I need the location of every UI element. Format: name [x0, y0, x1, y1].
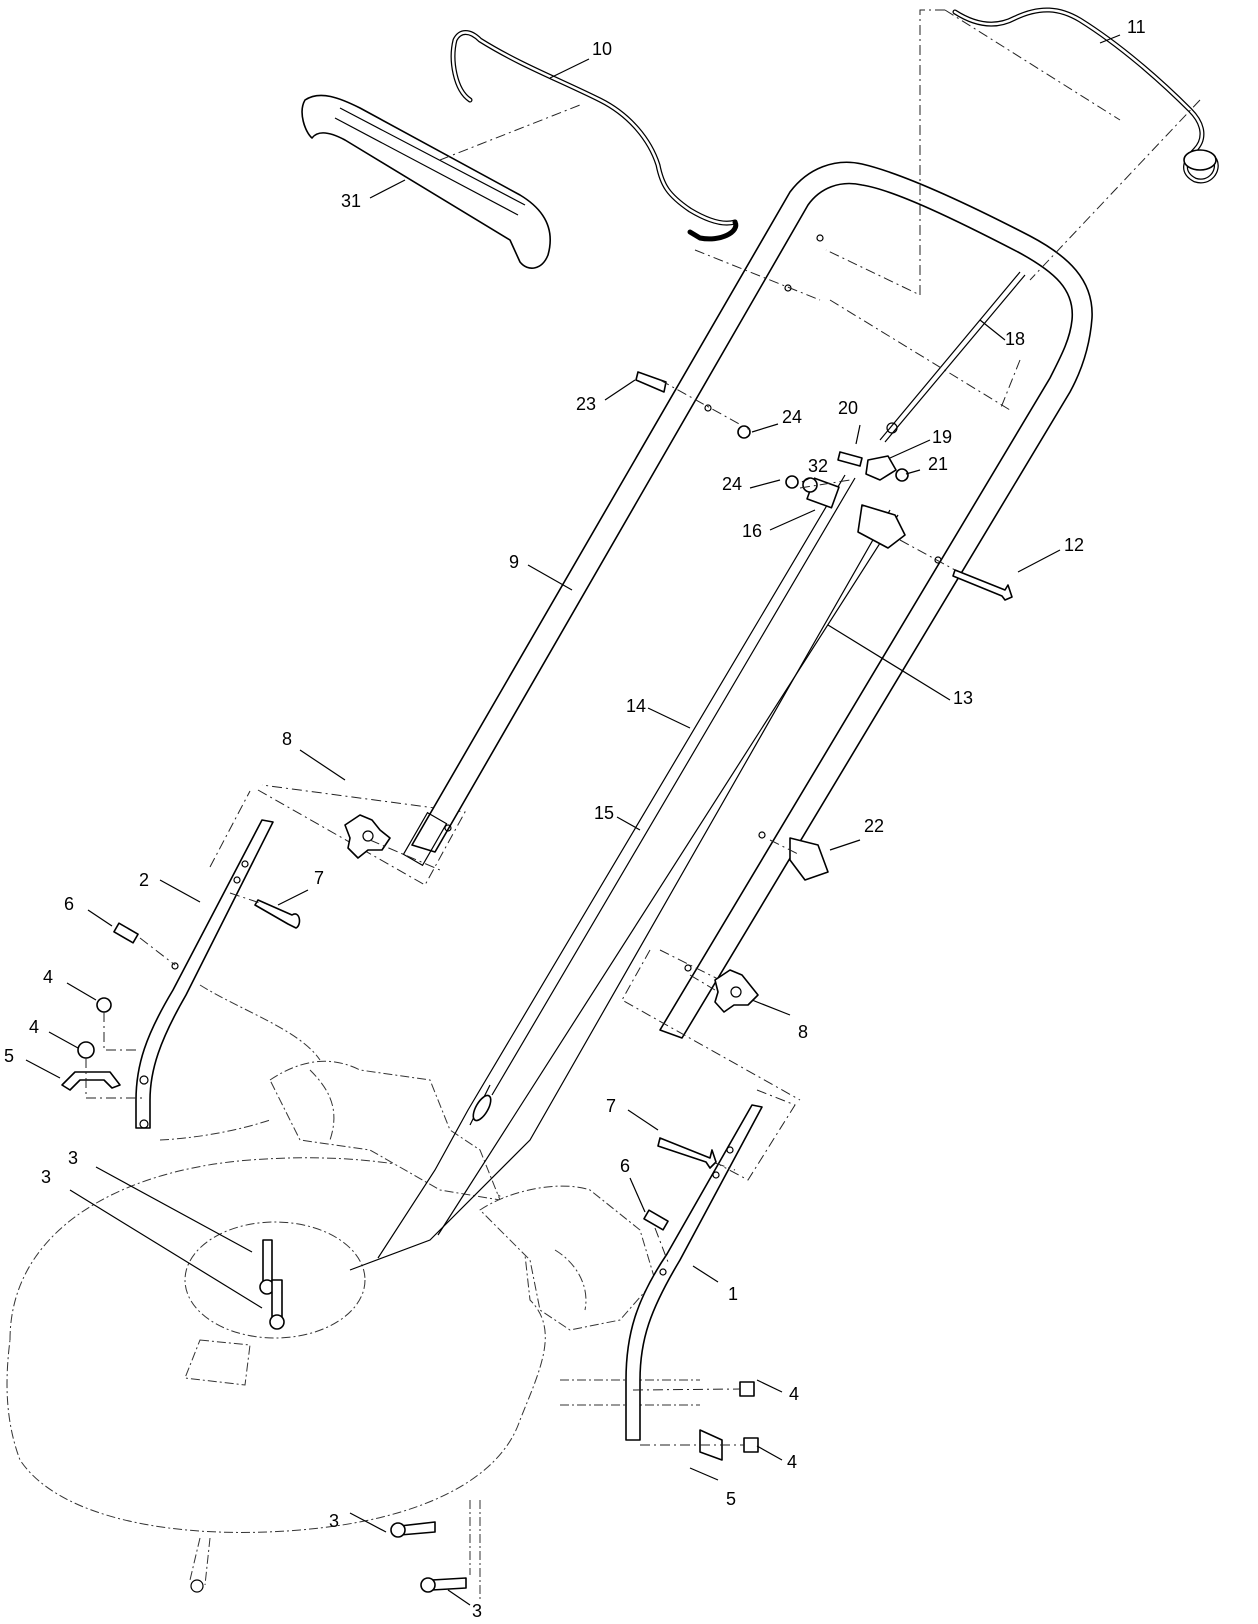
callout-4: 4	[29, 1017, 39, 1037]
callout-5: 5	[4, 1046, 14, 1066]
callout-23: 23	[576, 394, 596, 414]
callout-5: 5	[726, 1489, 736, 1509]
callout-9: 9	[509, 552, 519, 572]
callout-4: 4	[43, 967, 53, 987]
callout-19: 19	[932, 427, 952, 447]
callout-6: 6	[620, 1156, 630, 1176]
callout-7: 7	[314, 868, 324, 888]
callout-22: 22	[864, 816, 884, 836]
callout-4: 4	[787, 1452, 797, 1472]
mower-deck-outline	[6, 984, 700, 1600]
callout-7: 7	[606, 1096, 616, 1116]
cables	[349, 271, 1026, 1271]
drive-bail	[952, 7, 1219, 184]
callout-2: 2	[139, 870, 149, 890]
callout-31: 31	[341, 191, 361, 211]
handle-grip	[301, 94, 551, 269]
operator-bail	[450, 30, 739, 242]
callout-1: 1	[728, 1284, 738, 1304]
callout-10: 10	[592, 39, 612, 59]
callout-3: 3	[329, 1511, 339, 1531]
callout-8: 8	[798, 1022, 808, 1042]
upper-handle	[402, 161, 1093, 1101]
callout-3: 3	[68, 1148, 78, 1168]
callout-14: 14	[626, 696, 646, 716]
callout-4: 4	[789, 1384, 799, 1404]
callout-3: 3	[472, 1601, 482, 1621]
callout-12: 12	[1064, 535, 1084, 555]
callout-15: 15	[594, 803, 614, 823]
callout-13: 13	[953, 688, 973, 708]
lower-handle-right	[625, 1089, 796, 1441]
callout-24: 24	[722, 474, 742, 494]
assembly-lines	[85, 9, 1201, 1446]
callout-21: 21	[928, 454, 948, 474]
callout-16: 16	[742, 521, 762, 541]
callout-labels: 1 2 3 3 3 3 4 4 4 4 5 5 6 6 7 7 8 8 9 10…	[4, 17, 1146, 1621]
lower-handle-left	[135, 784, 466, 1129]
callout-3: 3	[41, 1167, 51, 1187]
callout-18: 18	[1005, 329, 1025, 349]
callout-32: 32	[808, 456, 828, 476]
callout-11: 11	[1127, 17, 1146, 37]
callout-8: 8	[282, 729, 292, 749]
callout-6: 6	[64, 894, 74, 914]
callout-24: 24	[782, 407, 802, 427]
callout-20: 20	[838, 398, 858, 418]
leader-lines	[25, 34, 1121, 1606]
